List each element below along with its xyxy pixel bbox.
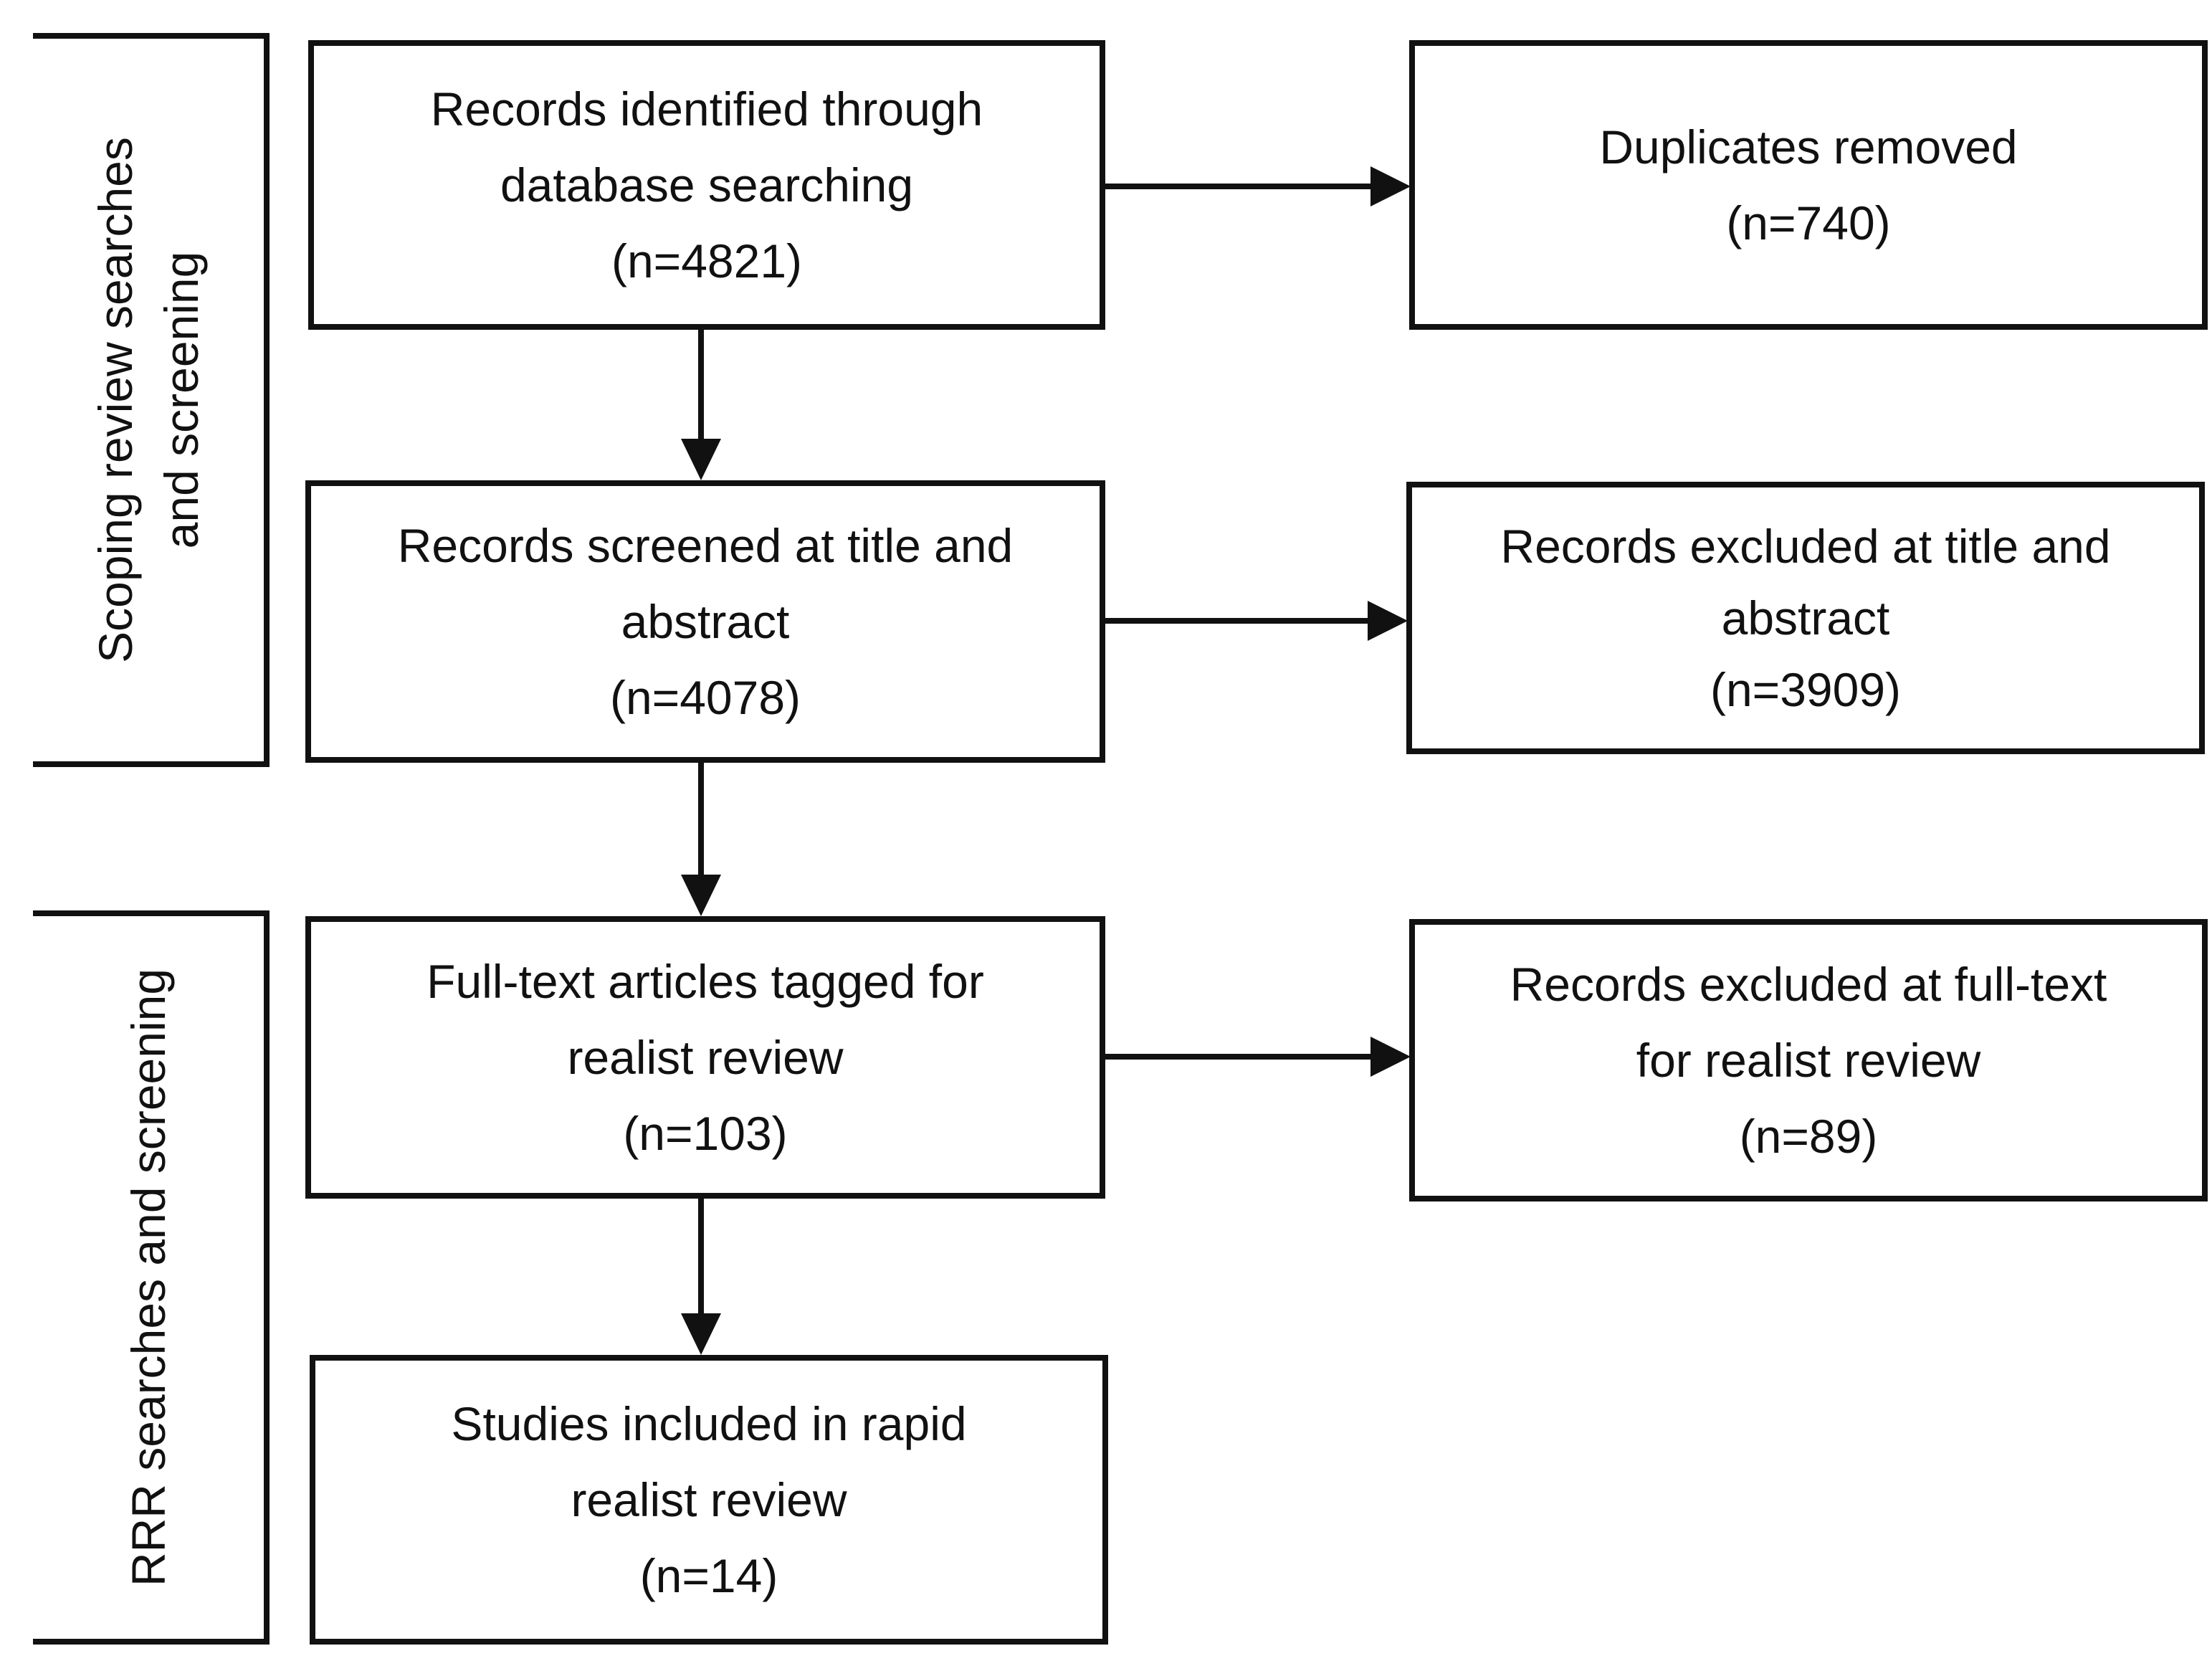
full-text-tagged-count: (n=103)	[623, 1107, 788, 1160]
excluded-full-text-count: (n=89)	[1739, 1110, 1878, 1163]
arrowhead-right-2	[1368, 601, 1408, 641]
excluded-full-text-line-1: Records excluded at full-text	[1510, 958, 2107, 1011]
box-duplicates-removed: Duplicates removed (n=740)	[1409, 40, 2208, 330]
studies-included-line-2: realist review	[571, 1473, 847, 1526]
arrowhead-right-1	[1370, 166, 1411, 206]
full-text-tagged-line-2: realist review	[567, 1031, 844, 1084]
arrowhead-down-2	[681, 875, 721, 916]
excluded-full-text-line-2: for realist review	[1636, 1034, 1981, 1087]
duplicates-removed-count: (n=740)	[1726, 196, 1891, 249]
box-excluded-title-abstract: Records excluded at title and abstract (…	[1406, 482, 2205, 754]
excluded-title-abstract-count: (n=3909)	[1710, 663, 1902, 716]
arrowhead-right-3	[1370, 1037, 1411, 1077]
records-identified-count: (n=4821)	[611, 234, 803, 287]
phase-scoping: Scoping review searches and screening	[33, 33, 270, 767]
excluded-title-abstract-line-2: abstract	[1721, 591, 1890, 644]
box-full-text-tagged: Full-text articles tagged for realist re…	[305, 916, 1105, 1199]
records-screened-line-2: abstract	[621, 595, 790, 648]
box-studies-included: Studies included in rapid realist review…	[310, 1355, 1108, 1645]
records-screened-line-1: Records screened at title and	[397, 519, 1014, 572]
full-text-tagged-line-1: Full-text articles tagged for	[426, 955, 984, 1008]
box-records-identified: Records identified through database sear…	[308, 40, 1105, 330]
box-excluded-full-text: Records excluded at full-text for realis…	[1409, 919, 2208, 1201]
studies-included-count: (n=14)	[639, 1549, 778, 1602]
studies-included-line-1: Studies included in rapid	[451, 1397, 967, 1450]
excluded-title-abstract-line-1: Records excluded at title and	[1500, 520, 2111, 573]
arrowhead-down-1	[681, 439, 721, 480]
records-screened-count: (n=4078)	[609, 671, 801, 724]
phase-rrr: RRR searches and screening	[33, 910, 270, 1645]
box-records-screened: Records screened at title and abstract (…	[305, 480, 1105, 763]
duplicates-removed-line-1: Duplicates removed	[1599, 120, 2018, 173]
records-identified-line-1: Records identified through	[430, 82, 983, 135]
arrowhead-down-3	[681, 1313, 721, 1355]
records-identified-line-2: database searching	[500, 158, 914, 211]
